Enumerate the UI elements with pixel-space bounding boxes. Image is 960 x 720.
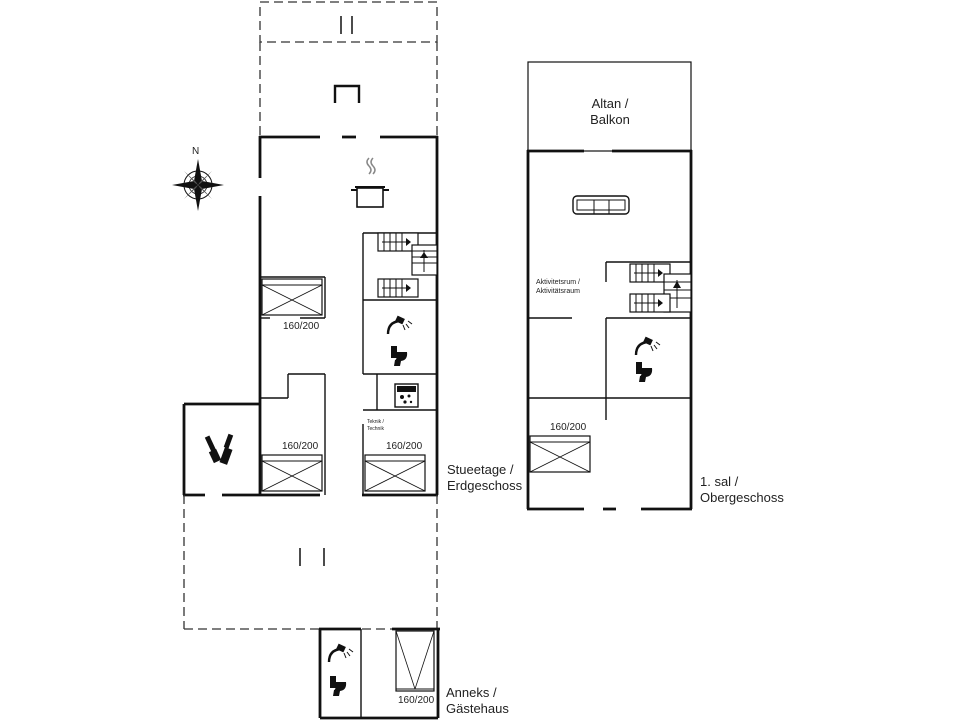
activity-room-label-line2: Aktivitätsraum [536,288,580,296]
bed-icon [529,435,591,473]
upper-floor-label-line2: Obergeschoss [700,490,784,506]
compass-north-label: N [192,146,200,157]
shower-icon [327,642,355,664]
technic-room-label-line1: Teknik / [367,419,384,425]
toilet-icon [391,346,408,366]
technic-room-label: Teknik / Technik [367,419,384,432]
shower-icon [386,314,414,336]
washing-machine-icon [394,383,419,408]
ground-floor-label: Stueetage / Erdgeschoss [447,462,522,495]
ground-floor-walls [182,135,439,497]
bed-size-upper: 160/200 [550,422,587,433]
balcony-label-line2: Balkon [590,112,630,128]
ground-floor-label-line1: Stueetage / [447,462,514,477]
bed-size-ground-right-bottom: 160/200 [386,441,423,452]
annex-label-line1: Anneks / [446,685,497,700]
terrace-bottom [183,495,438,630]
bed-icon [395,630,435,692]
technic-room-label-line2: Technik [367,425,384,432]
upper-floor-label-line1: 1. sal / [700,474,739,489]
bottles-icon [204,433,234,465]
upper-floor-label: 1. sal / Obergeschoss [700,474,784,507]
stairs-icon [377,232,438,298]
bed-icon [261,454,323,492]
annex-label: Anneks / Gästehaus [446,685,509,718]
bed-icon [364,454,426,492]
activity-room-label: Aktivitetsrum / Aktivitätsraum [536,278,580,296]
toilet-icon [330,676,347,696]
terrace-top [259,1,438,136]
toilet-icon [636,362,653,382]
annex-label-line2: Gästehaus [446,701,509,717]
compass-rose-icon [172,159,224,211]
annex [318,627,440,720]
sofa-icon [572,195,630,215]
ground-floor [172,1,439,630]
bed-size-ground-left-bottom: 160/200 [282,441,319,452]
balcony [527,61,692,152]
bed-size-annex: 160/200 [398,695,435,706]
stairs-icon [629,263,692,313]
bed-size-ground-left-top: 160/200 [283,321,320,332]
cooking-pot-icon [351,157,389,208]
ground-floor-label-line2: Erdgeschoss [447,478,523,494]
balcony-label-line1: Altan / [591,96,629,111]
bed-icon [261,278,323,316]
activity-room-label-line1: Aktivitetsrum / [536,279,580,286]
shower-icon [634,335,662,357]
balcony-label: Altan / Balkon [570,96,650,129]
upper-floor [526,61,693,511]
